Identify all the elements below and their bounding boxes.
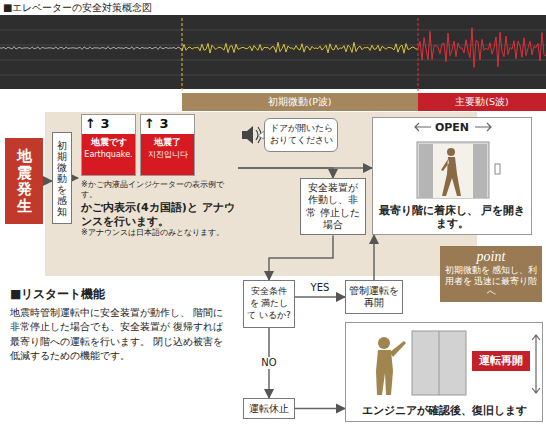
node-label: ※かご内液晶インジケーターの表示例です。 — [81, 180, 235, 201]
flow-arrow — [72, 177, 78, 179]
node-label: point — [477, 249, 506, 264]
edge-label: NO — [259, 357, 278, 369]
node-label: 安全条件を 満たして いるか? — [247, 286, 291, 321]
node-label: エンジニアが確認後、復旧します — [362, 404, 527, 418]
decision-box: 安全条件を 満たして いるか? — [243, 280, 295, 328]
node-label: 地震発生 — [17, 148, 32, 214]
node-body: 지진입니다 — [141, 149, 194, 161]
s-wave-marker — [418, 18, 419, 93]
node-label: 管制運転を 再開 — [349, 285, 399, 310]
p-wave-marker — [182, 18, 183, 93]
resume-box: 管制運転を 再開 — [345, 280, 403, 314]
engineer-box: エンジニアが確認後、復旧します 運転再開 — [345, 322, 543, 422]
node-label: ■リスタート機能 — [10, 287, 232, 306]
flow-arrow — [238, 168, 333, 178]
node-body: 初期微動を 感知し、利用者を 迅速に最寄り階へ — [443, 265, 539, 299]
speaker-icon — [242, 126, 261, 144]
seismic-wave — [0, 28, 546, 68]
point-box: point初期微動を 感知し、利用者を 迅速に最寄り階へ — [440, 246, 542, 302]
p-wave-band: 初期微動(P波) — [182, 93, 418, 111]
wave-segment — [0, 47, 182, 51]
speech-bubble: ドアが開いたら おりてください — [264, 118, 338, 152]
wave-segment — [182, 42, 418, 53]
node-body: 最寄り階に着床し、 戸を開きます。 — [376, 204, 528, 232]
node-label: ↑ 3 — [82, 115, 135, 134]
restart-badge: 運転再開 — [472, 351, 530, 371]
node-label: ↑ 3 — [141, 115, 194, 134]
indicator-screen: ↑ 3地震了지진입니다 — [140, 114, 195, 176]
node-body: 地震です — [82, 134, 135, 149]
node-body: かご内表示(4カ国語)と アナウンスを行います。 — [81, 201, 235, 229]
node-label: ドアが開いたら おりてください — [268, 123, 334, 146]
wave-segment — [418, 28, 546, 68]
landing-box: OPEN 最寄り階に着床し、 戸を開きます。 — [372, 117, 532, 235]
node-label: 運転再開 — [479, 354, 523, 368]
node-body: 地震了 — [141, 134, 194, 149]
node-label: 初期微動を感知 — [57, 140, 67, 217]
node-label: 初期微動(P波) — [268, 96, 331, 108]
node-body: ※アナウンスは日本語のみとなります。 — [81, 228, 235, 238]
flow-arrow — [43, 180, 52, 182]
flow-arrow — [295, 296, 345, 298]
node-label: OPEN — [435, 121, 469, 135]
seismograph-band — [0, 15, 546, 89]
node-label: 運転休止 — [249, 402, 289, 415]
halt-box: 運転休止 — [243, 398, 295, 419]
start-box: 地震発生 — [5, 138, 43, 224]
edge-label: YES — [309, 282, 332, 294]
node-label: 主要動(S波) — [455, 96, 508, 108]
restart-note: ■リスタート機能地震時管制運転中に安全装置が動作し、 階間に非常停止した場合でも… — [5, 284, 237, 382]
diagram-title: ■エレベーターの安全対策概念図 — [3, 1, 152, 14]
detect-box: 初期微動を感知 — [52, 132, 72, 224]
s-wave-band: 主要動(S波) — [418, 93, 546, 111]
indicator-group: ※かご内液晶インジケーターの表示例です。かご内表示(4カ国語)と アナウンスを行… — [78, 113, 238, 241]
flow-arrow — [269, 235, 333, 280]
node-body: Earthquake. — [82, 149, 135, 161]
flow-arrow — [373, 235, 375, 280]
node-body: 地震時管制運転中に安全装置が動作し、 階間に非常停止した場合でも、安全装置が 復… — [10, 306, 232, 364]
node-label: 安全装置が 作動し、非常 停止した場合 — [304, 182, 362, 231]
flow-arrow — [295, 408, 345, 410]
condition-box: 安全装置が 作動し、非常 停止した場合 — [300, 178, 366, 235]
indicator-screen: ↑ 3地震ですEarthquake. — [81, 114, 136, 176]
